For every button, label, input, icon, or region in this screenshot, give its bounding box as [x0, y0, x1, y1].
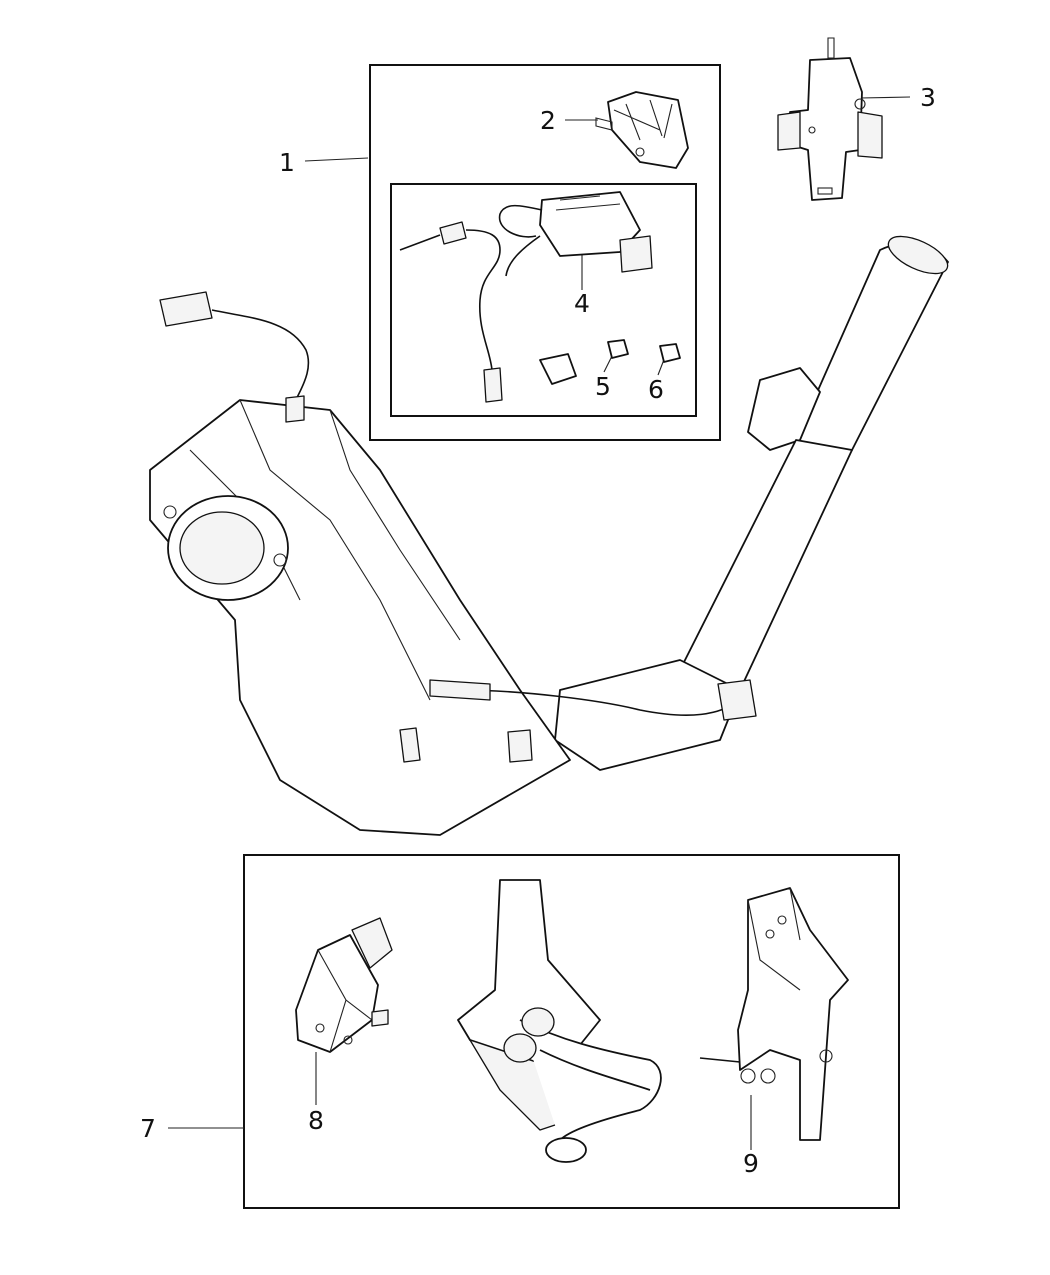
bracket-part-2: [595, 91, 689, 169]
leader-1: [304, 157, 369, 162]
pressure-sensor-part-8: [295, 917, 393, 1053]
callout-8: 8: [308, 1106, 324, 1135]
leader-3: [859, 96, 911, 99]
callout-6: 6: [648, 375, 664, 404]
group-box-1: [369, 64, 721, 441]
bracket-part-9: [699, 887, 849, 1141]
bracket-part-3: [777, 37, 883, 201]
catalytic-converter-assembly: [149, 235, 949, 836]
valve-hose-assembly: [457, 879, 662, 1163]
callout-3: 3: [920, 83, 936, 112]
callout-2: 2: [540, 106, 556, 135]
leader-lines: [168, 96, 911, 1150]
callout-labels: 1 2 3 4 5 6 7 8 9: [140, 83, 936, 1178]
callout-9: 9: [743, 1149, 759, 1178]
callout-5: 5: [595, 372, 611, 401]
sensor-harness-part-4: [399, 191, 653, 403]
callout-1: 1: [279, 148, 295, 177]
group-box-4: [390, 183, 697, 417]
clip-and-nuts: [539, 339, 681, 385]
callout-4: 4: [574, 289, 590, 318]
group-box-7: [243, 854, 900, 1209]
callout-7: 7: [140, 1114, 156, 1143]
